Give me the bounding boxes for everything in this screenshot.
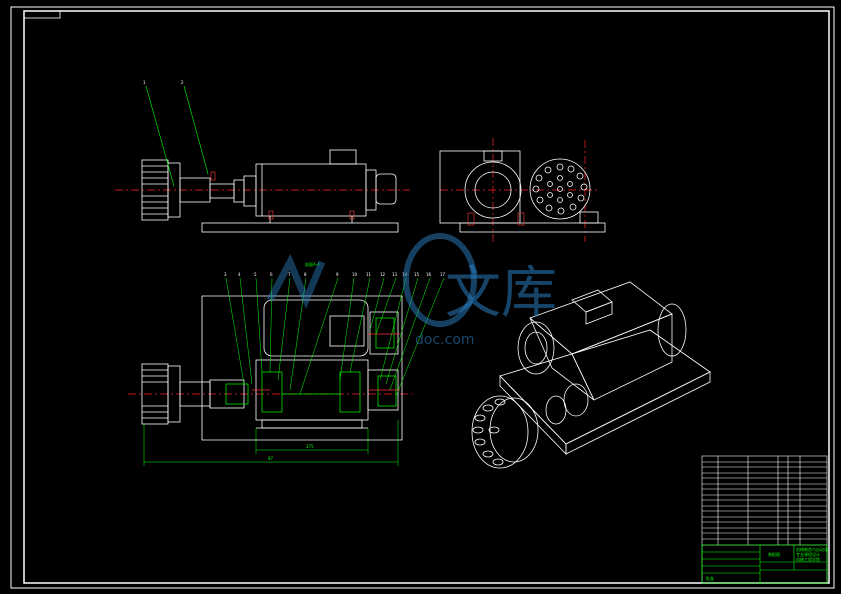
svg-text:5: 5 bbox=[254, 272, 257, 277]
svg-text:11: 11 bbox=[366, 272, 372, 277]
svg-text:8: 8 bbox=[304, 272, 307, 277]
dimension-inner: 275 bbox=[306, 444, 314, 449]
watermark: 文库 doc.com bbox=[266, 233, 557, 348]
svg-text:16: 16 bbox=[426, 272, 432, 277]
svg-text:7: 7 bbox=[288, 272, 291, 277]
title-block bbox=[701, 455, 828, 584]
front-view-leaders bbox=[145, 85, 209, 187]
svg-text:10: 10 bbox=[352, 272, 358, 277]
motor-section bbox=[263, 299, 369, 357]
drawing-number-box bbox=[23, 10, 61, 19]
iso-motor-end bbox=[517, 321, 555, 375]
sheet-outer-border bbox=[10, 6, 835, 589]
title-block-approve: 批准 bbox=[706, 575, 714, 581]
side-view-fasteners bbox=[467, 212, 525, 226]
motor-end-inner bbox=[474, 171, 512, 209]
side-view bbox=[439, 138, 606, 242]
svg-text:15: 15 bbox=[414, 272, 420, 277]
dimension-lines bbox=[143, 420, 399, 466]
title-block-company-1: 机械制造与自动化 bbox=[796, 546, 828, 552]
iso-spindle-flange bbox=[563, 383, 589, 417]
title-block-rows bbox=[702, 461, 827, 546]
svg-text:9: 9 bbox=[336, 272, 339, 277]
watermark-text: 文库 bbox=[445, 261, 557, 326]
front-view bbox=[115, 149, 410, 233]
svg-text:6: 6 bbox=[270, 272, 273, 277]
section-leaders bbox=[225, 277, 445, 397]
section-label: 剖面A-A bbox=[305, 261, 320, 267]
svg-text:17: 17 bbox=[440, 272, 446, 277]
front-view-fasteners bbox=[210, 171, 355, 220]
sheet-inner-border bbox=[23, 10, 830, 584]
cutter-teeth bbox=[532, 163, 588, 215]
cutter-disc bbox=[529, 158, 591, 220]
title-block-company-3: 机械工程学院 bbox=[796, 556, 820, 562]
svg-text:13: 13 bbox=[392, 272, 398, 277]
junction-box bbox=[329, 149, 357, 165]
iso-cutter-teeth bbox=[472, 398, 506, 466]
section-callouts: 3 4 5 6 7 8 9 10 11 12 13 14 15 16 17 bbox=[224, 272, 446, 277]
callout-1: 1 bbox=[143, 80, 146, 85]
svg-text:12: 12 bbox=[380, 272, 386, 277]
watermark-url: doc.com bbox=[415, 332, 475, 348]
title-block-title: 装配图 bbox=[768, 551, 780, 557]
callout-2: 2 bbox=[181, 80, 184, 85]
dimension-overall: 87 bbox=[268, 456, 274, 461]
svg-text:3: 3 bbox=[224, 272, 227, 277]
cutter-ribs bbox=[142, 165, 168, 215]
housing-outline bbox=[201, 295, 403, 441]
isometric-view bbox=[471, 281, 711, 469]
motor-end-outer bbox=[464, 161, 522, 219]
title-block-company-2: 专业课程设计 bbox=[796, 551, 820, 557]
base-plate bbox=[201, 222, 399, 233]
section-red-details bbox=[252, 333, 400, 391]
svg-text:4: 4 bbox=[238, 272, 241, 277]
iso-cutter-head bbox=[471, 395, 529, 469]
side-base-plate bbox=[459, 222, 606, 233]
